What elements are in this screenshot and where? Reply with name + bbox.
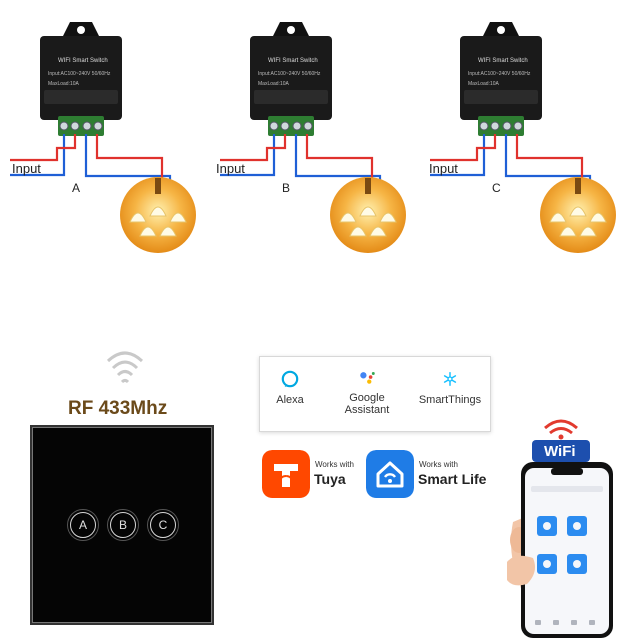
alexa-label: Alexa xyxy=(276,394,304,406)
module-b-bulb xyxy=(339,212,357,223)
module-c-lamp-stem xyxy=(575,178,581,194)
wifi-badge xyxy=(532,419,590,462)
module-b-screw xyxy=(303,121,313,131)
module-b-title: WIFI Smart Switch xyxy=(268,58,318,64)
module-c-spec1: Input:AC100~240V 50/60Hz xyxy=(468,71,531,77)
google-assistant-service: Google Assistant xyxy=(324,357,410,431)
module-a-input-label: Input xyxy=(12,161,41,176)
smartlife-works-with: Works with xyxy=(419,460,458,469)
module-a-input-live-wire xyxy=(10,134,77,162)
smartthings-icon xyxy=(443,371,457,387)
module-c-screw xyxy=(502,121,512,131)
module-c-screw xyxy=(490,121,500,131)
smartthings-label: SmartThings xyxy=(418,394,482,406)
voice-assistant-card: Alexa Google Assistant SmartThings xyxy=(259,356,491,432)
module-b-screw xyxy=(280,121,290,131)
module-c-label-strip xyxy=(464,90,538,104)
module-a-screw xyxy=(70,121,80,131)
module-a-label-strip xyxy=(44,90,118,104)
phone-illustration xyxy=(507,419,613,638)
module-c-bulb xyxy=(569,206,587,217)
smartlife-badge: Works with Smart Life xyxy=(366,450,496,498)
tuya-badge: Works with Tuya xyxy=(262,450,376,498)
module-b-tab-hole xyxy=(287,26,295,34)
module-b-screw xyxy=(292,121,302,131)
module-b-input-label: Input xyxy=(216,161,245,176)
tuya-works-with: Works with xyxy=(315,460,354,469)
module-c-bulb xyxy=(549,212,567,223)
module-c-bulb xyxy=(559,226,577,237)
module-a-letter: A xyxy=(72,181,81,195)
module-a-output-live-wire xyxy=(95,134,164,190)
module-a-screw xyxy=(59,121,69,131)
module-a-spec2: MaxLoad:10A xyxy=(48,81,79,87)
module-c-input-live-wire xyxy=(430,134,497,162)
module-a-body xyxy=(40,36,122,120)
touch-switch-panel: A B C xyxy=(30,425,214,625)
module-a-screw xyxy=(82,121,92,131)
wifi-badge-label: WiFi xyxy=(544,443,576,460)
module-c-output-live-wire xyxy=(515,134,584,190)
module-a-bulb xyxy=(159,226,177,237)
tuya-icon xyxy=(262,450,310,498)
tuya-name: Tuya xyxy=(314,471,346,487)
module-a-bulb xyxy=(129,212,147,223)
module-b-output-live-wire xyxy=(305,134,374,190)
module-c-screw xyxy=(479,121,489,131)
module-b-terminal-block xyxy=(268,116,314,136)
module-c-input-label: Input xyxy=(429,161,458,176)
module-b-letter: B xyxy=(282,181,291,195)
module-a-spec1: Input:AC100~240V 50/60Hz xyxy=(48,71,111,77)
module-c-body xyxy=(460,36,542,120)
module-a-bulb xyxy=(149,206,167,217)
module-a-tab-hole xyxy=(77,26,85,34)
module-b-bulb xyxy=(349,226,367,237)
rf-signal-icon xyxy=(106,351,144,384)
module-b-spec2: MaxLoad:10A xyxy=(258,81,289,87)
touch-button-c[interactable]: C xyxy=(147,509,179,541)
module-b-label-strip xyxy=(254,90,328,104)
module-a-title: WIFI Smart Switch xyxy=(58,58,108,64)
module-a-terminal-block xyxy=(58,116,104,136)
module-c-screw xyxy=(513,121,523,131)
alexa-service: Alexa xyxy=(260,357,320,431)
module-b-bulb xyxy=(359,206,377,217)
module-b-bulb xyxy=(369,226,387,237)
module-b-screw xyxy=(269,121,279,131)
module-c-bulb xyxy=(579,226,597,237)
module-a-bulb xyxy=(169,212,187,223)
smartlife-icon xyxy=(366,450,414,498)
module-b-spec1: Input:AC100~240V 50/60Hz xyxy=(258,71,321,77)
smartthings-service: SmartThings xyxy=(410,357,490,431)
module-c-spec2: MaxLoad:10A xyxy=(468,81,499,87)
google-assistant-icon xyxy=(360,372,375,384)
module-c-terminal-block xyxy=(478,116,524,136)
module-a-screw xyxy=(93,121,103,131)
module-b-input-live-wire xyxy=(220,134,287,162)
module-a-bulb xyxy=(139,226,157,237)
module-c-title: WIFI Smart Switch xyxy=(478,58,528,64)
rf-label: RF 433Mhz xyxy=(68,398,168,419)
module-b-lamp-stem xyxy=(365,178,371,194)
module-b-bulb xyxy=(379,212,397,223)
module-c-letter: C xyxy=(492,181,501,195)
touch-button-b[interactable]: B xyxy=(107,509,139,541)
module-a-lamp-stem xyxy=(155,178,161,194)
module-c-bulb xyxy=(589,212,607,223)
alexa-icon xyxy=(281,370,299,388)
module-c-tab-hole xyxy=(497,26,505,34)
touch-button-a[interactable]: A xyxy=(67,509,99,541)
module-b-body xyxy=(250,36,332,120)
wiring-diagrams xyxy=(10,22,616,253)
google-assistant-label: Google Assistant xyxy=(344,392,390,416)
smartlife-name: Smart Life xyxy=(418,471,487,487)
